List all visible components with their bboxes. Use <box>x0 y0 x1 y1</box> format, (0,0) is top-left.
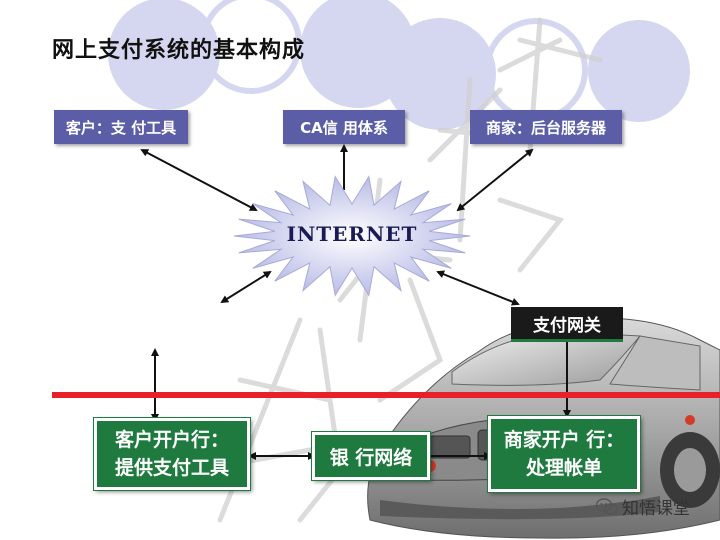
divider-line <box>52 392 720 398</box>
arrow-merchant-internet <box>456 148 534 212</box>
merchant-server-box: 商家：后台服务器 <box>470 110 622 144</box>
bank-network-box: 银 行网络 <box>311 431 431 481</box>
internet-label: INTERNET <box>286 222 418 246</box>
ca-credit-system-box: CA信 用体系 <box>283 110 405 144</box>
merchant-bank-line1: 商家开户 行： <box>503 429 625 451</box>
watermark-logo: 知悟课堂 <box>596 494 690 519</box>
client-bank-box: 客户开户行： 提供支付工具 <box>93 417 251 491</box>
client-bank-line2: 提供支付工具 <box>114 457 229 479</box>
payment-gateway-box: 支付网关 <box>511 307 623 342</box>
arrow-client-internet <box>140 149 258 211</box>
client-payment-tool-box: 客户：支 付工具 <box>54 110 188 144</box>
bg-circle-ring <box>200 0 302 94</box>
merchant-bank-box: 商家开户 行： 处理帐单 <box>487 415 641 493</box>
bg-circle <box>588 20 690 122</box>
page-title: 网上支付系统的基本构成 <box>52 38 306 63</box>
merchant-bank-line2: 处理帐单 <box>525 457 602 479</box>
watermark-logo-text: 知悟课堂 <box>622 499 690 519</box>
arrow-internet-gateway <box>436 270 520 306</box>
arrow-internet-lower-left <box>220 270 272 304</box>
wechat-icon <box>596 497 618 515</box>
client-bank-line1: 客户开户行： <box>114 429 229 451</box>
